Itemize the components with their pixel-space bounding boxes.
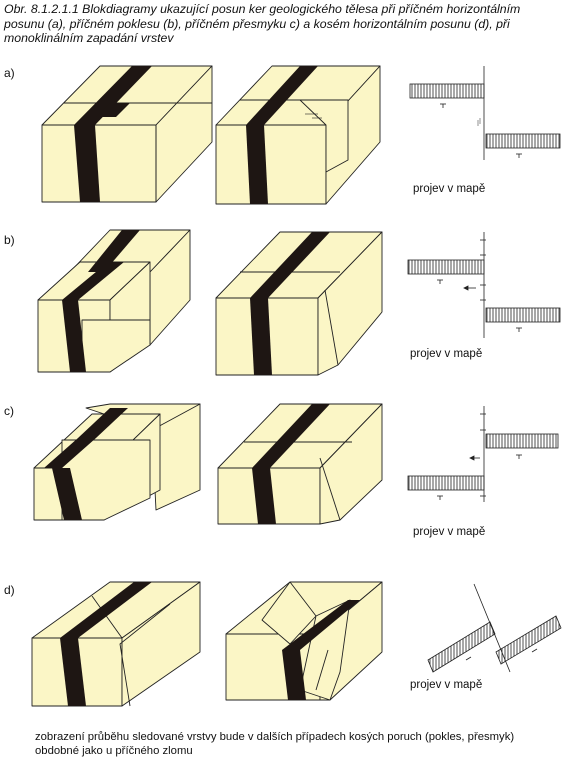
row-label-d: d): [4, 583, 15, 597]
row-label-a: a): [4, 66, 15, 80]
row-label-b: b): [4, 233, 15, 247]
map-b: [407, 232, 561, 338]
map-label-d: projev v mapě: [410, 679, 483, 691]
map-c: [407, 406, 559, 502]
map-label-a: projev v mapě: [413, 183, 486, 195]
figure-caption: Obr. 8.1.2.1.1 Blokdiagramy ukazující po…: [4, 2, 521, 45]
footnote: zobrazení průběhu sledované vrstvy bude …: [35, 731, 515, 757]
diagram-a2-block: [215, 65, 381, 205]
diagram-d2-block: [225, 581, 383, 701]
diagram-a1-block: [41, 65, 213, 203]
map-a: [409, 66, 561, 160]
diagram-c2-block: [217, 403, 383, 525]
map-d: [427, 583, 562, 673]
map-label-b: projev v mapě: [410, 348, 483, 360]
diagram-d1-block: [31, 581, 201, 707]
diagram-c1-block: [33, 403, 201, 521]
row-label-c: c): [4, 404, 14, 418]
map-label-c: projev v mapě: [413, 526, 486, 538]
diagram-b1-block: [37, 229, 191, 373]
diagram-b2-block: [215, 231, 383, 376]
